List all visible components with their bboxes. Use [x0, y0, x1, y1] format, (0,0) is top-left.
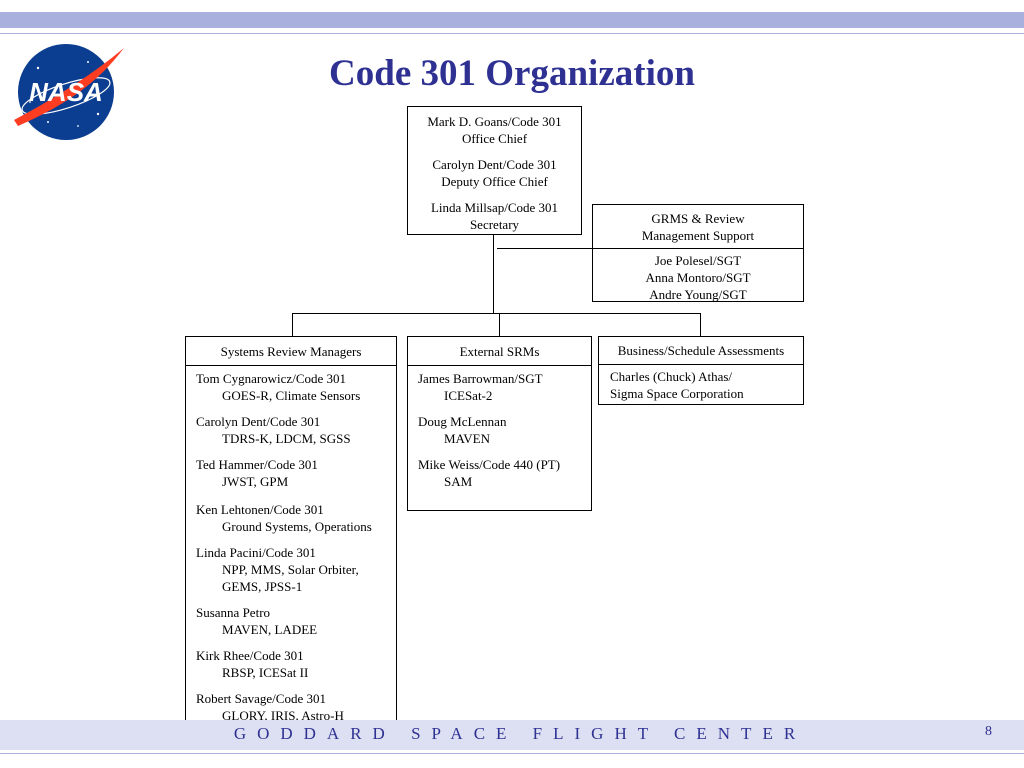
connector-grms — [497, 248, 593, 249]
footer-band — [0, 720, 1024, 750]
grms-box: GRMS & Review Management Support Joe Pol… — [592, 204, 804, 302]
srm-entry-name: Linda Pacini/Code 301 — [196, 545, 316, 560]
external-srm-entry: Doug McLennan MAVEN — [418, 413, 591, 447]
external-srm-name: Mike Weiss/Code 440 (PT) — [418, 457, 561, 472]
external-srm-name: Doug McLennan — [418, 414, 507, 429]
external-srm-entry: Mike Weiss/Code 440 (PT) SAM — [418, 456, 591, 490]
connector-horizontal — [292, 313, 701, 314]
srm-entry-detail: GOES-R, Climate Sensors — [222, 388, 361, 403]
secretary-name: Linda Millsap/Code 301 — [430, 200, 559, 215]
chief-role: Office Chief — [461, 131, 528, 146]
grms-members: Joe Polesel/SGT Anna Montoro/SGT Andre Y… — [593, 249, 803, 303]
srm-entry: Ted Hammer/Code 301 JWST, GPM — [196, 456, 396, 490]
office-chief-box: Mark D. Goans/Code 301 Office Chief Caro… — [407, 106, 582, 235]
connector-biz — [700, 313, 701, 336]
srm-entry-detail: GLORY, IRIS, Astro-H — [222, 708, 344, 723]
srm-entry: Susanna Petro MAVEN, LADEE — [196, 604, 396, 638]
grms-member: Anna Montoro/SGT — [645, 270, 751, 285]
business-assessments-list: Charles (Chuck) Athas/ Sigma Space Corpo… — [599, 365, 803, 402]
business-assessments-line: Charles (Chuck) Athas/ — [610, 369, 733, 384]
srm-entry-name: Carolyn Dent/Code 301 — [196, 414, 321, 429]
external-srm-detail: SAM — [444, 474, 473, 489]
nasa-logo-icon: NASA — [14, 44, 124, 140]
deputy-role: Deputy Office Chief — [441, 174, 548, 189]
connector-ext — [499, 313, 500, 336]
srm-entry-detail: MAVEN, LADEE — [222, 622, 318, 637]
srm-entry: Kirk Rhee/Code 301 RBSP, ICESat II — [196, 647, 396, 681]
srm-entry-name: Tom Cygnarowicz/Code 301 — [196, 371, 347, 386]
connector-trunk — [493, 235, 494, 313]
srm-entry-name: Robert Savage/Code 301 — [196, 691, 326, 706]
srm-entry-detail: JWST, GPM — [222, 474, 289, 489]
connector-srm — [292, 313, 293, 336]
grms-member: Joe Polesel/SGT — [654, 253, 742, 268]
srm-box: Systems Review Managers Tom Cygnarowicz/… — [185, 336, 397, 724]
business-assessments-header: Business/Schedule Assessments — [599, 337, 803, 365]
external-srm-header: External SRMs — [408, 337, 591, 366]
srm-list: Tom Cygnarowicz/Code 301 GOES-R, Climate… — [186, 366, 396, 724]
top-band — [0, 12, 1024, 28]
logo-text: NASA — [29, 77, 103, 107]
business-assessments-line: Sigma Space Corporation — [610, 386, 744, 401]
external-srm-box: External SRMs James Barrowman/SGT ICESat… — [407, 336, 592, 511]
srm-header: Systems Review Managers — [186, 337, 396, 366]
grms-member: Andre Young/SGT — [649, 287, 747, 302]
grms-header: GRMS & Review Management Support — [593, 205, 803, 249]
external-srm-detail: MAVEN — [444, 431, 490, 446]
srm-entry: Robert Savage/Code 301 GLORY, IRIS, Astr… — [196, 690, 396, 724]
top-rule — [0, 33, 1024, 34]
grms-title-line: Management Support — [641, 228, 755, 243]
footer-rule — [0, 753, 1024, 754]
srm-entry: Tom Cygnarowicz/Code 301 GOES-R, Climate… — [196, 370, 396, 404]
deputy-name: Carolyn Dent/Code 301 — [432, 157, 557, 172]
srm-entry-detail: GEMS, JPSS-1 — [222, 579, 303, 594]
srm-entry-detail: RBSP, ICESat II — [222, 665, 309, 680]
grms-title-line: GRMS & Review — [651, 211, 745, 226]
srm-entry: Ken Lehtonen/Code 301 Ground Systems, Op… — [196, 501, 396, 535]
external-srm-list: James Barrowman/SGT ICESat-2 Doug McLenn… — [408, 366, 591, 490]
srm-entry: Linda Pacini/Code 301 NPP, MMS, Solar Or… — [196, 544, 396, 595]
external-srm-name: James Barrowman/SGT — [418, 371, 543, 386]
srm-entry-detail: Ground Systems, Operations — [222, 519, 372, 534]
external-srm-entry: James Barrowman/SGT ICESat-2 — [418, 370, 591, 404]
srm-entry-name: Susanna Petro — [196, 605, 271, 620]
external-srm-detail: ICESat-2 — [444, 388, 493, 403]
srm-entry-name: Ken Lehtonen/Code 301 — [196, 502, 324, 517]
srm-entry-detail: TDRS-K, LDCM, SGSS — [222, 431, 351, 446]
page-title: Code 301 Organization — [329, 53, 695, 94]
srm-entry-detail: NPP, MMS, Solar Orbiter, — [222, 562, 359, 577]
business-assessments-box: Business/Schedule Assessments Charles (C… — [598, 336, 804, 405]
srm-entry-name: Kirk Rhee/Code 301 — [196, 648, 304, 663]
secretary-role: Secretary — [469, 217, 520, 232]
srm-entry: Carolyn Dent/Code 301 TDRS-K, LDCM, SGSS — [196, 413, 396, 447]
chief-name: Mark D. Goans/Code 301 — [427, 114, 562, 129]
page-number: 8 — [985, 724, 992, 739]
footer-title: GODDARD SPACE FLIGHT CENTER — [233, 724, 807, 743]
srm-entry-name: Ted Hammer/Code 301 — [196, 457, 318, 472]
